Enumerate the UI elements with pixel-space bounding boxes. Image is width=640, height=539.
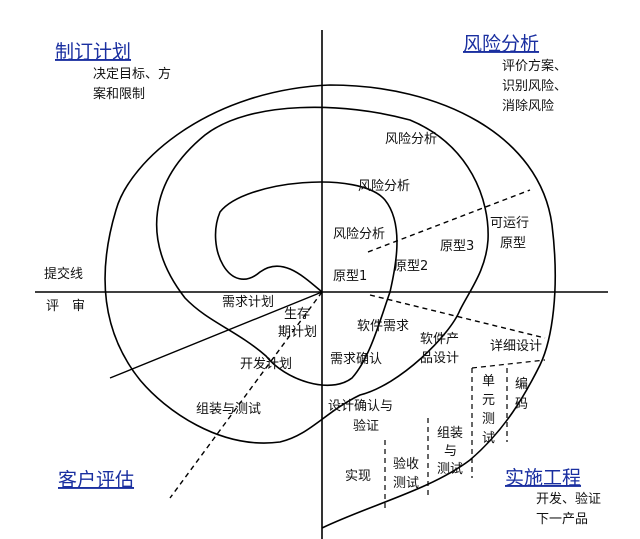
unit-test-label-2: 元 <box>482 393 495 408</box>
dev-plan-line <box>109 291 323 379</box>
acceptance-test-label-2: 测试 <box>393 476 419 491</box>
requirements-plan-label: 需求计划 <box>222 295 274 310</box>
software-req-label: 软件需求 <box>357 319 409 334</box>
implementation-label: 实现 <box>345 469 371 484</box>
quadrant-desc-plan-2: 案和限制 <box>93 87 145 102</box>
prototype-1-label: 原型1 <box>333 269 367 284</box>
prototype-dashed-line <box>367 189 531 253</box>
coding-label-1: 编 <box>515 377 528 392</box>
integration-test-label: 组装与测试 <box>196 402 261 417</box>
req-validation-label: 需求确认 <box>330 352 382 367</box>
prototype-2-label: 原型2 <box>394 259 428 274</box>
quadrant-desc-risk-3: 消除风险 <box>502 99 554 114</box>
integration-test-v-label-2: 与 <box>444 444 457 459</box>
quadrant-desc-engineering-2: 下一产品 <box>536 512 588 527</box>
design-validation-label-2: 验证 <box>353 418 379 434</box>
acceptance-test-label-1: 验收 <box>393 456 419 472</box>
unit-test-label-3: 测 <box>482 412 495 427</box>
design-dashed-line <box>369 294 546 339</box>
spiral-path <box>104 84 556 529</box>
product-design-label-2: 品设计 <box>420 351 459 366</box>
integration-test-v-label-3: 测试 <box>437 462 463 477</box>
risk-analysis-label-3: 风险分析 <box>333 227 385 242</box>
detailed-design-label: 详细设计 <box>490 339 542 354</box>
step-top-1 <box>471 359 546 369</box>
commit-line-label: 提交线 <box>44 266 83 282</box>
operational-prototype-label-1: 可运行 <box>490 216 529 231</box>
review-label: 评 审 <box>46 299 85 314</box>
operational-prototype-label-2: 原型 <box>500 236 526 251</box>
risk-analysis-label-1: 风险分析 <box>385 132 437 147</box>
quadrant-desc-engineering-1: 开发、验证 <box>536 491 601 507</box>
life-cycle-plan-label-2: 期计划 <box>278 325 317 340</box>
risk-analysis-label-2: 风险分析 <box>358 179 410 194</box>
prototype-3-label: 原型3 <box>440 239 474 254</box>
review-dashed-line <box>169 291 323 499</box>
unit-test-label-1: 单 <box>482 374 495 389</box>
quadrant-title-risk: 风险分析 <box>463 33 539 55</box>
quadrant-title-plan: 制订计划 <box>55 41 131 63</box>
quadrant-desc-plan-1: 决定目标、方 <box>93 66 171 82</box>
integration-test-v-label-1: 组装 <box>437 426 463 441</box>
quadrant-desc-risk-1: 评价方案、 <box>502 58 567 74</box>
quadrant-desc-risk-2: 识别风险、 <box>502 79 567 94</box>
dev-plan-label: 开发计划 <box>240 356 292 372</box>
life-cycle-plan-label-1: 生存 <box>284 307 310 322</box>
quadrant-title-customer: 客户评估 <box>58 469 134 491</box>
unit-test-label-4: 试 <box>482 431 495 446</box>
quadrant-title-engineering: 实施工程 <box>505 467 581 489</box>
product-design-label-1: 软件产 <box>420 332 459 347</box>
design-validation-label-1: 设计确认与 <box>328 399 393 414</box>
coding-label-2: 码 <box>515 397 528 412</box>
